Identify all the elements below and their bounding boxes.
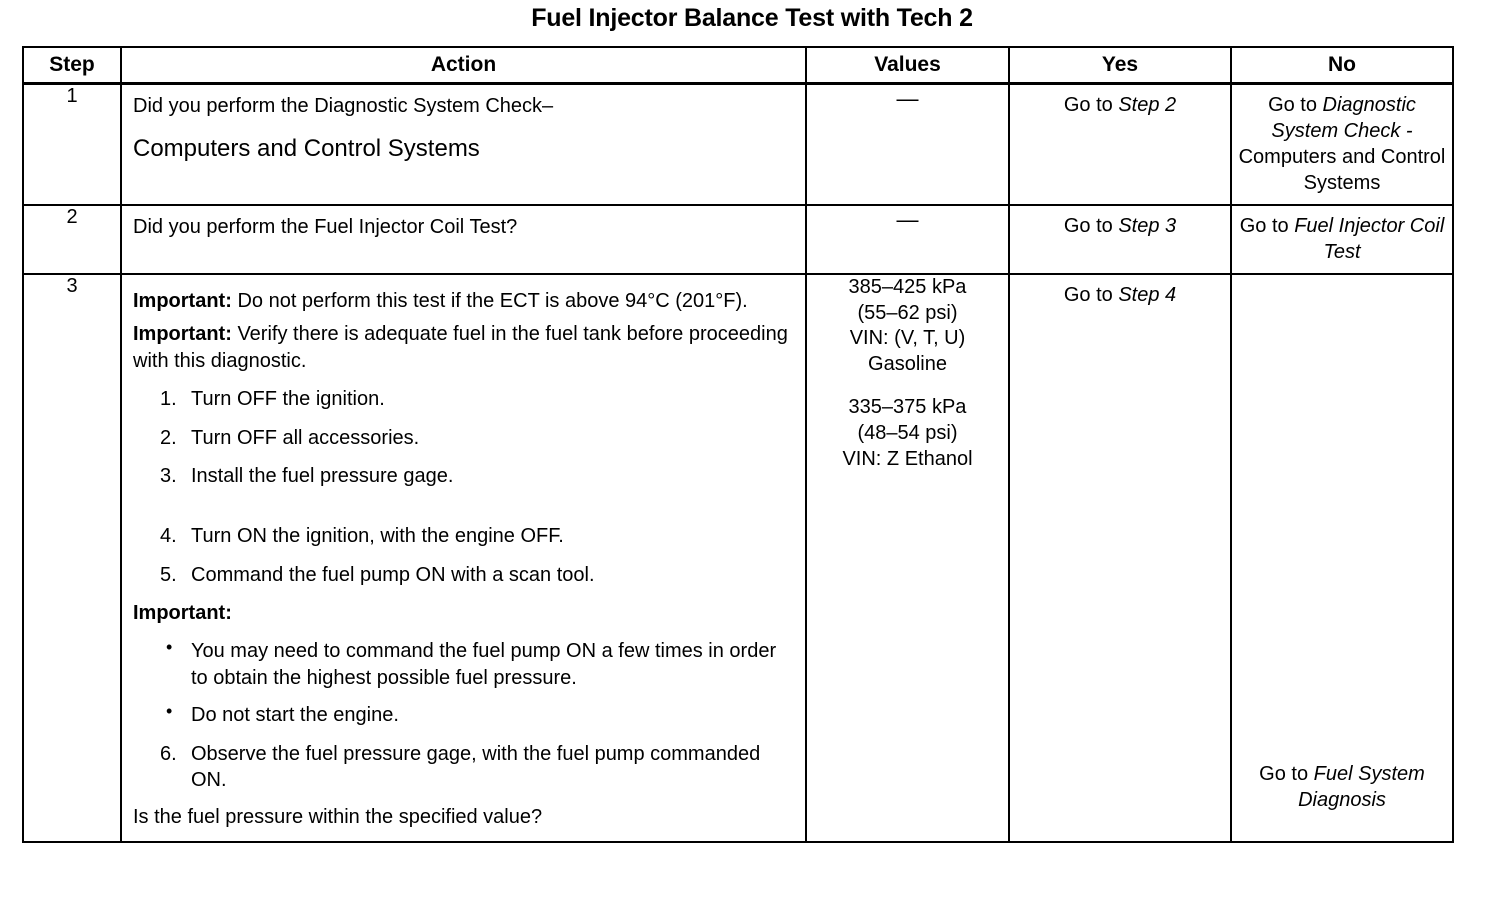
values-line: VIN: Z Ethanol (842, 447, 973, 470)
no-goto-reference: Go to Fuel System Diagnosis (1232, 754, 1452, 841)
action-text-line-1: Did you perform the Fuel Injector Coil T… (133, 216, 518, 238)
diagnostic-table: Step Action Values Yes No 1 Did you perf… (22, 46, 1454, 844)
yes-goto-reference: Go to Step 4 (1010, 275, 1230, 316)
important-label: Important: (133, 290, 232, 312)
column-header-step: Step (22, 46, 122, 85)
list-item: 3. Install the fuel pressure gage. (133, 463, 796, 489)
procedure-step-list: 1. Turn OFF the ignition. 2. Turn OFF al… (133, 386, 796, 588)
column-header-values: Values (805, 46, 1010, 85)
list-item: • Do not start the engine. (133, 701, 796, 729)
goto-prefix: Go to (1259, 763, 1314, 786)
action-cell: Did you perform the Diagnostic System Ch… (120, 82, 807, 206)
list-item-number: 1. (160, 388, 177, 411)
list-item-text: Command the fuel pump ON with a scan too… (191, 563, 595, 586)
values-line: VIN: (V, T, U) (849, 327, 966, 350)
values-group-gasoline: 385–425 kPa (55–62 psi) VIN: (V, T, U) G… (811, 275, 1004, 377)
step-number-cell: 1 (22, 82, 122, 206)
action-cell: Did you perform the Fuel Injector Coil T… (120, 204, 807, 275)
list-item: 4. Turn ON the ignition, with the engine… (133, 523, 796, 549)
table-row: 2 Did you perform the Fuel Injector Coil… (22, 204, 1454, 275)
action-text-line-2: Computers and Control Systems (133, 134, 480, 162)
goto-prefix: Go to (1239, 215, 1295, 237)
goto-prefix: Go to (1063, 94, 1119, 116)
important-text: Verify there is adequate fuel in the fue… (133, 323, 788, 372)
column-header-action: Action (120, 46, 807, 85)
important-note-1: Important: Do not perform this test if t… (133, 288, 796, 314)
yes-cell: Go to Step 3 (1008, 204, 1232, 275)
step-number-cell: 2 (22, 204, 122, 275)
goto-target: Diagnostic System Check - (1271, 94, 1416, 142)
values-dash: — (896, 86, 919, 111)
list-item: 1. Turn OFF the ignition. (133, 386, 796, 412)
important-label: Important: (133, 323, 232, 346)
action-text-line-1: Did you perform the Diagnostic System Ch… (133, 95, 554, 117)
goto-prefix: Go to (1268, 94, 1323, 116)
values-line: 335–375 kPa (848, 396, 967, 419)
diagnostic-table-container: Step Action Values Yes No 1 Did you perf… (22, 46, 1454, 844)
yes-cell: Go to Step 4 (1008, 272, 1232, 844)
procedure-step-list-continued: 6. Observe the fuel pressure gage, with … (133, 741, 796, 794)
column-header-yes: Yes (1008, 46, 1232, 85)
list-item: 2. Turn OFF all accessories. (133, 425, 796, 451)
values-dash: — (896, 207, 919, 232)
list-item-text: Observe the fuel pressure gage, with the… (191, 742, 761, 792)
no-goto-reference: Go to Fuel Injector Coil Test (1232, 206, 1452, 273)
yes-goto-reference: Go to Step 3 (1010, 206, 1230, 247)
column-header-no: No (1230, 46, 1454, 85)
list-item-number: 2. (160, 426, 177, 449)
values-cell: — (805, 204, 1010, 275)
yes-cell: Go to Step 2 (1008, 82, 1232, 206)
no-cell: Go to Diagnostic System Check - Computer… (1230, 82, 1454, 206)
list-item-number: 6. (160, 742, 177, 765)
step-number-cell: 3 (22, 272, 122, 844)
values-block: 385–425 kPa (55–62 psi) VIN: (V, T, U) G… (807, 275, 1008, 472)
goto-prefix: Go to (1063, 215, 1119, 237)
table-row: 3 Important: Do not perform this test if… (22, 272, 1454, 844)
important-note-3-label: Important: (133, 602, 232, 625)
bullet-icon: • (166, 701, 173, 722)
values-group-ethanol: 335–375 kPa (48–54 psi) VIN: Z Ethanol (811, 395, 1004, 472)
goto-target: Step 4 (1118, 284, 1177, 306)
goto-prefix: Go to (1063, 284, 1119, 306)
page-title: Fuel Injector Balance Test with Tech 2 (531, 4, 973, 32)
no-cell: Go to Fuel System Diagnosis (1230, 272, 1454, 844)
list-item: 6. Observe the fuel pressure gage, with … (133, 741, 796, 794)
important-note-2: Important: Verify there is adequate fuel… (133, 321, 796, 374)
important-text: Do not perform this test if the ECT is a… (231, 290, 748, 312)
list-item-text: Do not start the engine. (191, 704, 399, 727)
list-item-text: Turn OFF all accessories. (191, 426, 420, 449)
table-row: 1 Did you perform the Diagnostic System … (22, 82, 1454, 206)
list-item-text: You may need to command the fuel pump ON… (191, 639, 777, 689)
bullet-icon: • (166, 636, 173, 657)
list-item-text: Turn ON the ignition, with the engine OF… (191, 525, 564, 548)
goto-target: Fuel System Diagnosis (1298, 763, 1425, 812)
list-item-number: 4. (160, 525, 177, 548)
list-item-number: 5. (160, 563, 177, 586)
table-header-row: Step Action Values Yes No (22, 46, 1454, 85)
action-cell: Important: Do not perform this test if t… (120, 272, 807, 844)
list-item-text: Install the fuel pressure gage. (191, 464, 454, 487)
no-goto-reference: Go to Diagnostic System Check - Computer… (1232, 85, 1452, 204)
no-cell: Go to Fuel Injector Coil Test (1230, 204, 1454, 275)
closing-question: Is the fuel pressure within the specifie… (133, 806, 543, 829)
values-line: (48–54 psi) (857, 421, 958, 444)
list-item-text: Turn OFF the ignition. (191, 388, 385, 411)
list-item: • You may need to command the fuel pump … (133, 636, 796, 691)
important-bullet-list: • You may need to command the fuel pump … (133, 636, 796, 729)
values-line: 385–425 kPa (848, 276, 967, 298)
goto-target: Fuel Injector Coil Test (1294, 215, 1445, 263)
list-item: 5. Command the fuel pump ON with a scan … (133, 562, 796, 588)
values-cell: 385–425 kPa (55–62 psi) VIN: (V, T, U) G… (805, 272, 1010, 844)
list-item-number: 3. (160, 464, 177, 487)
goto-suffix: Computers and Control Systems (1238, 146, 1446, 194)
goto-target: Step 2 (1118, 94, 1177, 116)
yes-goto-reference: Go to Step 2 (1010, 85, 1230, 126)
values-line: (55–62 psi) (857, 301, 958, 324)
values-line: Gasoline (868, 352, 947, 375)
goto-target: Step 3 (1118, 215, 1177, 237)
values-cell: — (805, 82, 1010, 206)
